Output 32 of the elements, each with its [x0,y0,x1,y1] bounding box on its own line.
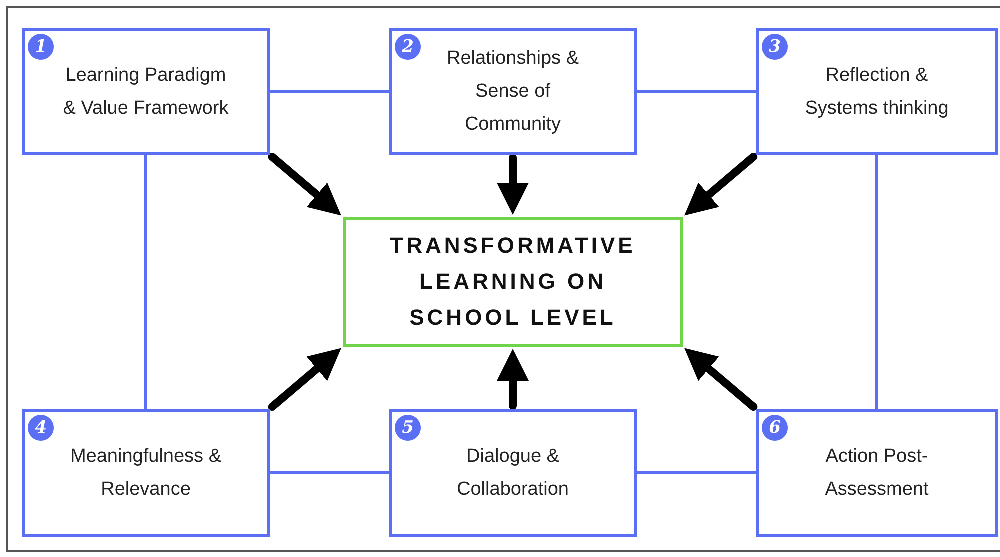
arrow [497,154,529,215]
arrow [684,152,758,216]
arrow [268,348,342,412]
topic-box [22,28,270,155]
number-badge: 3 [762,34,788,60]
connector-line [270,90,389,93]
topic-label: Learning Paradigm & Value Framework [62,64,230,120]
number-badge: 6 [762,415,788,441]
number-badge: 2 [395,34,421,60]
topic-box [756,28,998,155]
topic-label: Relationships & Sense of Community [446,47,580,137]
topic-label: Reflection & Systems thinking [804,64,950,120]
number-badge: 5 [395,415,421,441]
arrow [268,152,342,216]
topic-label: Meaningfulness & Relevance [69,445,223,502]
arrow [684,348,758,412]
connector-line [637,472,756,474]
topic-label: Dialogue & Collaboration [456,445,570,502]
topic-label: Action Post-Assessment [824,445,930,502]
central-box [343,217,683,347]
central-title: TRANSFORMATIVE LEARNING ON SCHOOL LEVEL [389,232,637,332]
topic-box [389,409,637,537]
topic-box [756,409,998,537]
connector-line [270,472,389,474]
number-badge: 4 [28,415,54,441]
arrow [497,349,529,410]
topic-box [389,28,637,155]
number-badge: 1 [28,34,54,60]
connector-line [637,90,756,93]
connector-line [876,155,878,409]
connector-line [144,155,148,409]
topic-box [22,409,270,537]
